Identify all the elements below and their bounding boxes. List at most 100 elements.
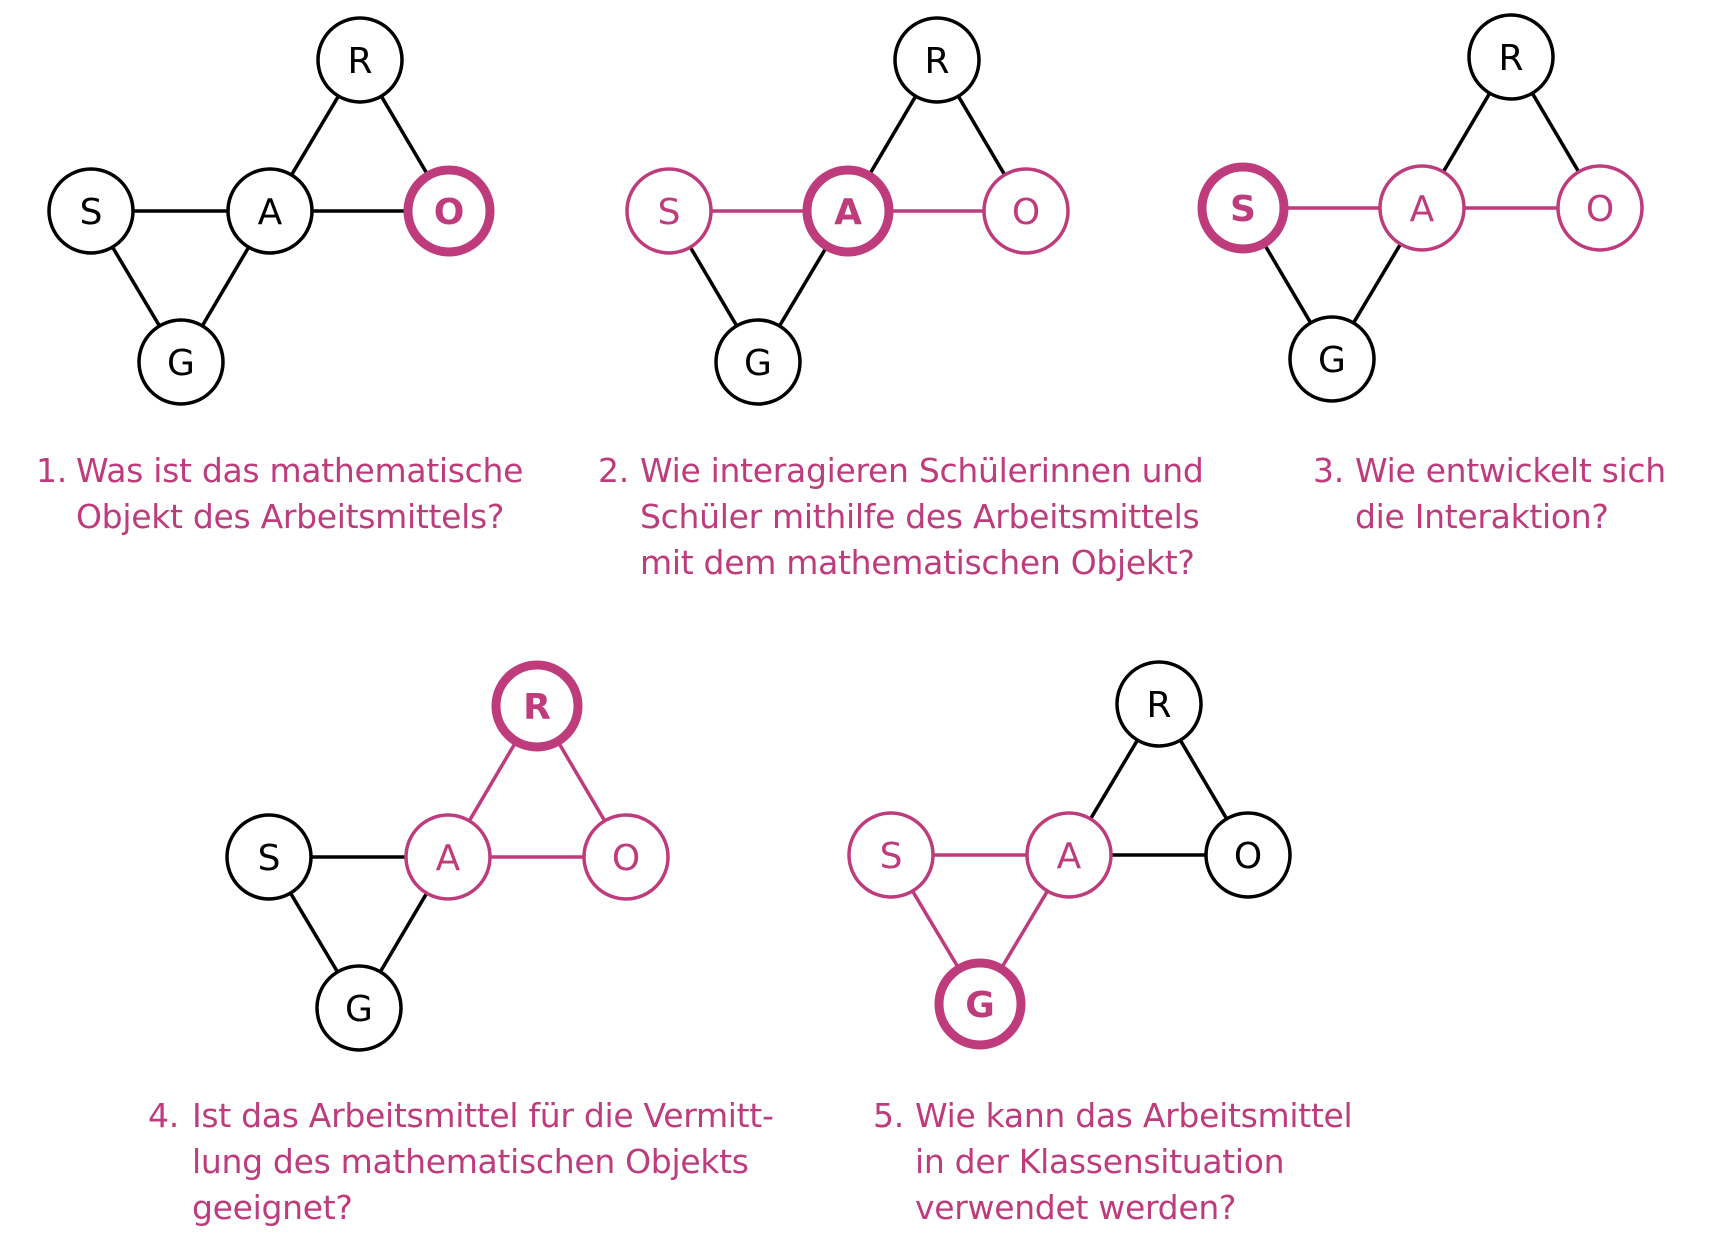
node-circle <box>137 318 225 406</box>
node-label: S <box>80 192 103 233</box>
node-label: S <box>658 192 681 233</box>
caption-line: Ist das Arbeitsmittel für die Vermitt- <box>192 1096 774 1135</box>
edge-a-r <box>867 95 918 176</box>
node-s: S <box>47 167 135 255</box>
node-g: G <box>714 318 802 406</box>
node-label: O <box>1012 192 1040 233</box>
edge-r-o <box>556 741 607 822</box>
node-s: S <box>1197 162 1289 254</box>
node-label: S <box>258 838 281 879</box>
caption-line: mit dem mathematischen Objekt? <box>640 543 1195 582</box>
edge-s-g <box>289 892 339 973</box>
edge-r-o <box>379 95 430 176</box>
caption-number: 3. <box>1313 451 1344 490</box>
caption-line: Objekt des Arbeitsmittels? <box>76 497 505 536</box>
node-s: S <box>847 811 935 899</box>
node-g: G <box>137 318 225 406</box>
node-label: R <box>347 41 372 82</box>
node-label: O <box>434 192 465 233</box>
edge-a-g <box>200 246 251 327</box>
node-label: A <box>1410 189 1435 230</box>
node-label: R <box>523 687 551 728</box>
diagram-1: S A O R G <box>47 16 495 406</box>
node-label: A <box>1057 836 1082 877</box>
node-r: R <box>1467 13 1555 101</box>
caption-line: Was ist das mathematische <box>76 451 524 490</box>
caption-line: die Interaktion? <box>1355 497 1609 536</box>
node-circle <box>1115 660 1203 748</box>
edge-r-o <box>1178 739 1229 820</box>
edge-s-g <box>911 890 960 969</box>
node-a: A <box>1025 811 1113 899</box>
node-circle <box>893 16 981 104</box>
caption-line: lung des mathematischen Objekts <box>192 1142 749 1181</box>
node-a: A <box>226 167 314 255</box>
node-r: R <box>1115 660 1203 748</box>
node-circle <box>1556 164 1644 252</box>
node-g: G <box>1288 315 1376 403</box>
node-g: G <box>315 964 403 1052</box>
node-label: R <box>924 41 949 82</box>
edge-s-g <box>1262 243 1313 324</box>
caption-line: Schüler mithilfe des Arbeitsmittels <box>640 497 1200 536</box>
edge-a-r <box>1441 92 1492 173</box>
node-circle <box>225 813 313 901</box>
node-label: G <box>744 343 772 384</box>
node-circle <box>982 167 1070 255</box>
node-label: S <box>880 836 903 877</box>
edge-a-r <box>467 741 518 822</box>
edge-s-g <box>688 246 739 327</box>
node-circle <box>714 318 802 406</box>
node-label: A <box>436 838 461 879</box>
edge-r-o <box>1530 92 1581 173</box>
node-circle <box>1204 811 1292 899</box>
node-circle <box>1197 162 1289 254</box>
edge-a-r <box>1089 739 1139 820</box>
node-circle <box>47 167 135 255</box>
node-circle <box>226 167 314 255</box>
node-label: S <box>1230 189 1256 230</box>
node-circle <box>625 167 713 255</box>
node-circle <box>1288 315 1376 403</box>
node-o: O <box>582 813 670 901</box>
node-label: R <box>1146 685 1171 726</box>
node-circle <box>316 16 404 104</box>
diagram-3: S A O R G <box>1197 13 1644 403</box>
edge-a-g <box>1000 890 1049 969</box>
node-o: O <box>982 167 1070 255</box>
node-a: A <box>404 813 492 901</box>
node-circle <box>802 165 894 257</box>
node-label: A <box>258 192 283 233</box>
node-circle <box>315 964 403 1052</box>
caption-line: verwendet werden? <box>915 1188 1237 1227</box>
caption-line: in der Klassensituation <box>915 1142 1285 1181</box>
edge-a-g <box>778 246 828 327</box>
node-r: R <box>893 16 981 104</box>
node-o: O <box>1556 164 1644 252</box>
caption-line: Wie interagieren Schülerinnen und <box>640 451 1204 490</box>
edge-s-g <box>111 246 161 327</box>
node-s: S <box>225 813 313 901</box>
node-s: S <box>625 167 713 255</box>
node-o: O <box>403 165 495 257</box>
node-a: A <box>802 165 894 257</box>
caption-line: Wie entwickelt sich <box>1355 451 1666 490</box>
node-circle <box>847 811 935 899</box>
node-o: O <box>1204 811 1292 899</box>
node-label: O <box>1234 836 1262 877</box>
node-circle <box>403 165 495 257</box>
caption-number: 5. <box>873 1096 904 1135</box>
node-circle <box>491 660 583 752</box>
node-label: O <box>612 838 640 879</box>
node-circle <box>404 813 492 901</box>
node-r: R <box>316 16 404 104</box>
edge-a-g <box>1352 243 1402 324</box>
node-a: A <box>1378 164 1466 252</box>
diagram-2: S A O R G <box>625 16 1070 406</box>
node-label: G <box>345 989 373 1030</box>
node-label: O <box>1586 189 1614 230</box>
node-circle <box>1025 811 1113 899</box>
edge-a-r <box>290 95 340 176</box>
